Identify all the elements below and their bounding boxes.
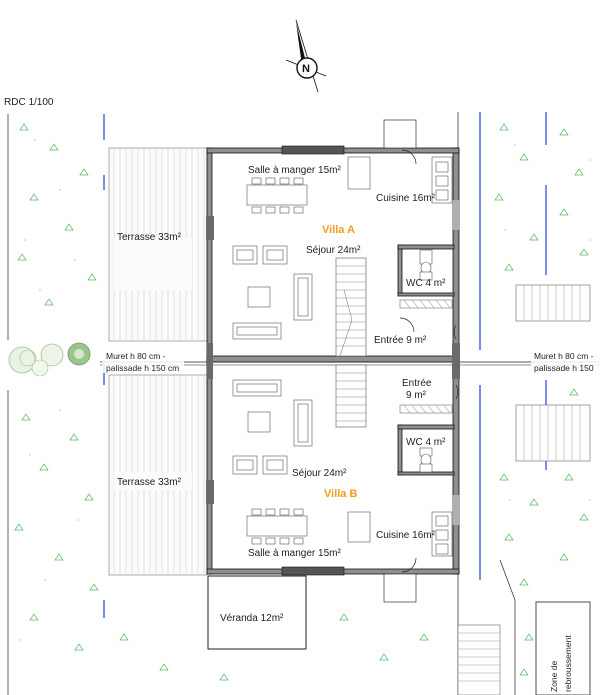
villa-b-title: Villa B <box>324 488 357 500</box>
turnaround-label-2: rebroussement <box>563 635 573 692</box>
vegetation-left <box>14 123 429 681</box>
villa-b-entry-label-1: Entrée <box>402 378 432 389</box>
living-furniture-b <box>232 379 313 475</box>
terrace-a-label: Terrasse 33m² <box>117 232 182 243</box>
villa-b-living-label: Séjour 24m² <box>292 468 347 479</box>
building-walls <box>206 145 460 576</box>
entry-closets <box>399 299 453 414</box>
wall-note-right-2: palissade h 150 <box>534 363 594 373</box>
interior-walls <box>397 244 455 476</box>
porch-b <box>383 573 417 603</box>
villa-a-wc-label: WC 4 m² <box>406 278 446 289</box>
veranda-area <box>207 575 307 650</box>
stairs-a <box>335 257 367 357</box>
dining-table-b <box>246 508 308 545</box>
north-arrow-icon: N <box>285 19 327 93</box>
kitchen-a <box>347 156 453 204</box>
villa-b-wc-label: WC 4 m² <box>406 437 446 448</box>
villa-b-dining-label: Salle à manger 15m² <box>248 548 341 559</box>
wall-note-left-2: palissade h 150 cm <box>106 363 179 373</box>
villa-a-dining-label: Salle à manger 15m² <box>248 165 341 176</box>
doors <box>399 149 459 573</box>
villa-a-title: Villa A <box>322 224 355 236</box>
terrace-b-label: Terrasse 33m² <box>117 477 182 488</box>
ground-texture <box>19 139 591 641</box>
villa-a-living-label: Séjour 24m² <box>306 245 361 256</box>
villa-a-entry-label: Entrée 9 m² <box>374 335 427 346</box>
turnaround-label-1: Zone de <box>549 661 559 692</box>
dining-table-a <box>246 177 308 214</box>
villa-b-kitchen-label: Cuisine 16m² <box>376 530 436 541</box>
north-label: N <box>302 63 310 75</box>
villa-a-kitchen-label: Cuisine 16m² <box>376 193 436 204</box>
living-furniture-a <box>232 245 313 340</box>
wall-note-left-1: Muret h 80 cm - <box>106 351 166 361</box>
veranda-label: Véranda 12m² <box>220 613 284 624</box>
porch-a <box>383 119 417 149</box>
wc-fixtures-b <box>419 447 433 473</box>
stairs-b <box>335 364 367 428</box>
vegetation-right <box>494 123 589 676</box>
kitchen-b <box>347 511 453 557</box>
villa-b-entry-label-2: 9 m² <box>406 390 427 401</box>
right-steps <box>457 284 591 695</box>
scale-label: RDC 1/100 <box>4 97 54 108</box>
shrubs <box>8 342 91 377</box>
wall-note-right-1: Muret h 80 cm - <box>534 351 594 361</box>
wc-fixtures-a <box>419 249 433 281</box>
